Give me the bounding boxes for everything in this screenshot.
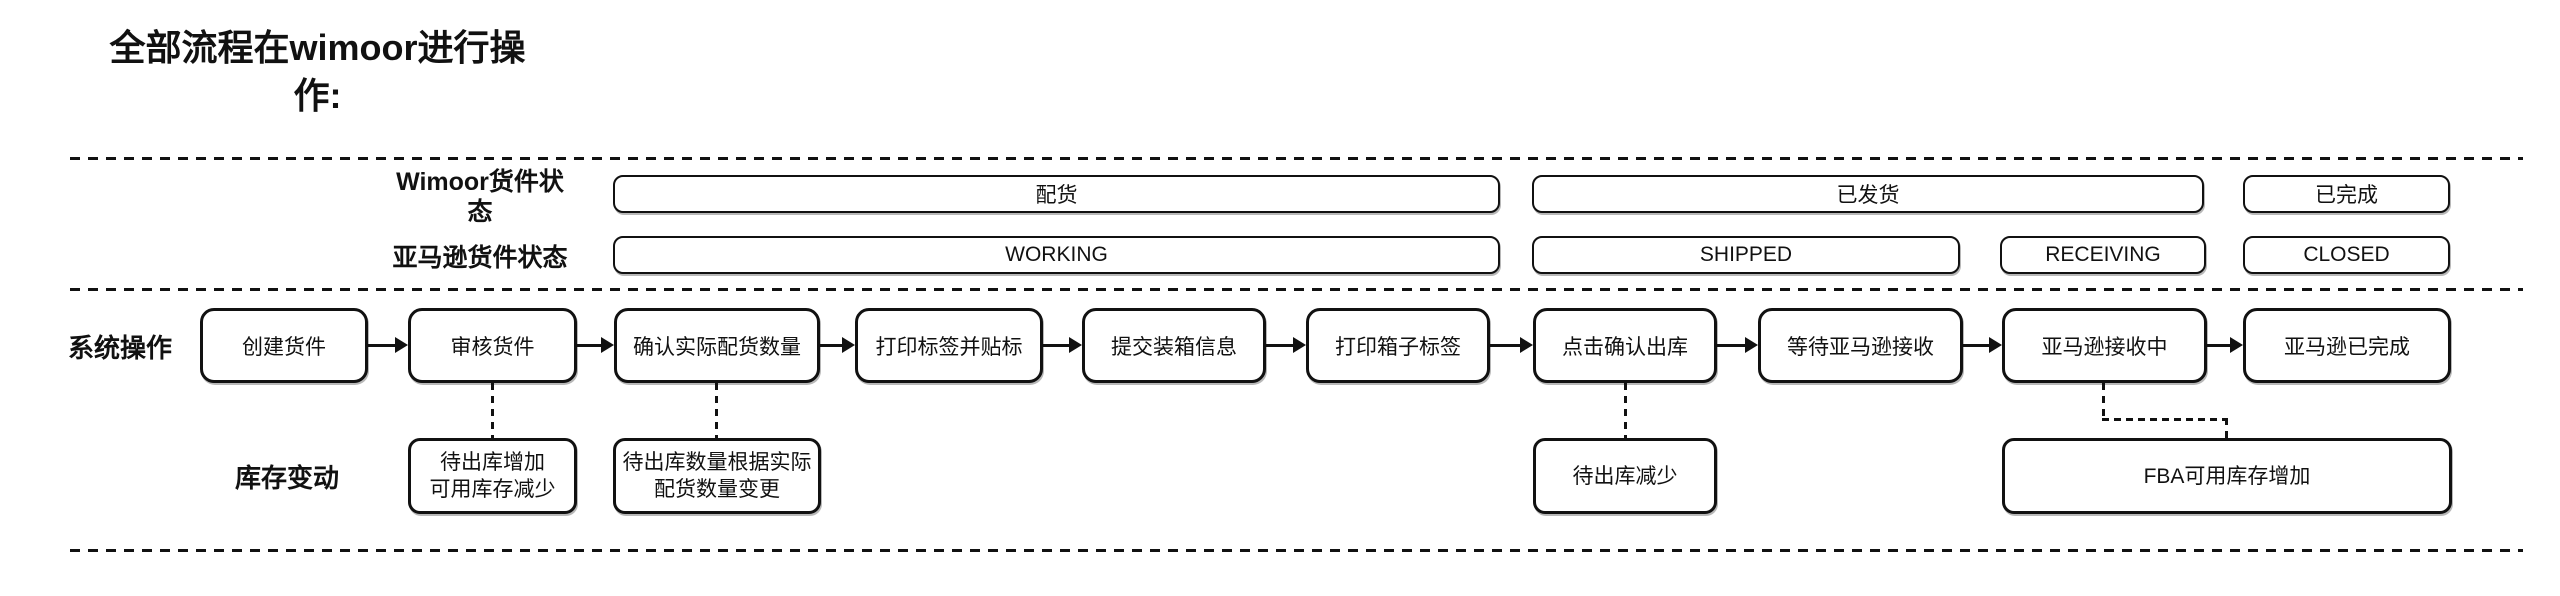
flow-arrow [2207, 337, 2243, 354]
op-box-print-labels: 打印标签并贴标 [855, 308, 1043, 383]
elbow-connector-horizontal [2102, 418, 2228, 421]
separator-bottom [70, 549, 2523, 552]
inv-box-line1: 待出库增加 [440, 451, 545, 474]
flow-arrow [1043, 337, 1082, 354]
inv-box-pending-outbound-decrease: 待出库减少 [1533, 438, 1717, 514]
flow-arrow [1490, 337, 1533, 354]
op-box-create-shipment: 创建货件 [200, 308, 368, 383]
op-box-review-shipment: 审核货件 [408, 308, 577, 383]
amazon-bar-shipped: SHIPPED [1532, 236, 1960, 274]
op-box-confirm-outbound: 点击确认出库 [1533, 308, 1717, 383]
dashed-connector [491, 383, 494, 438]
wimoor-status-row-label-line1: Wimoor货件状 [396, 168, 564, 196]
flow-arrow [368, 337, 408, 354]
inv-box-line2: 可用库存减少 [429, 478, 556, 501]
wimoor-bar-completed: 已完成 [2243, 175, 2450, 213]
inv-box-line1: 待出库减少 [1572, 464, 1678, 488]
inventory-row-label: 库存变动 [234, 463, 339, 493]
wimoor-status-row-label: Wimoor货件状 态 [355, 167, 605, 227]
wimoor-status-row-label-line2: 态 [467, 198, 493, 226]
flow-arrow [1266, 337, 1306, 354]
flow-arrow [1963, 337, 2002, 354]
amazon-bar-closed: CLOSED [2243, 236, 2450, 274]
dashed-connector [1624, 383, 1627, 438]
elbow-connector-vertical [2225, 418, 2228, 439]
op-box-confirm-allocation-qty: 确认实际配货数量 [614, 308, 820, 383]
page-title-line2: 作: [293, 75, 342, 116]
elbow-connector-vertical [2102, 383, 2105, 420]
amazon-bar-working: WORKING [613, 236, 1500, 274]
flow-arrow [577, 337, 614, 354]
dashed-connector [715, 383, 718, 438]
inv-box-pending-outbound-increase: 待出库增加 可用库存减少 [408, 438, 577, 514]
page-title: 全部流程在wimoor进行操 作: [60, 24, 575, 120]
page-title-line1: 全部流程在wimoor进行操 [109, 27, 526, 68]
inv-box-line1: FBA可用库存增加 [2143, 464, 2311, 488]
inv-box-fba-stock-increase: FBA可用库存增加 [2002, 438, 2452, 514]
amazon-status-row-label: 亚马逊货件状态 [392, 244, 568, 272]
flow-arrow [820, 337, 855, 354]
op-box-wait-amazon-receive: 等待亚马逊接收 [1758, 308, 1963, 383]
flow-arrow [1717, 337, 1758, 354]
op-box-amazon-completed: 亚马逊已完成 [2243, 308, 2451, 383]
inv-box-line2: 配货数量变更 [654, 478, 780, 501]
wimoor-bar-allocating: 配货 [613, 175, 1500, 213]
wimoor-bar-shipped: 已发货 [1532, 175, 2204, 213]
op-box-amazon-receiving: 亚马逊接收中 [2002, 308, 2207, 383]
separator-middle [70, 288, 2523, 291]
op-box-submit-packing-info: 提交装箱信息 [1082, 308, 1266, 383]
separator-top [70, 157, 2523, 160]
op-box-print-box-labels: 打印箱子标签 [1306, 308, 1490, 383]
inv-box-pending-outbound-adjust: 待出库数量根据实际 配货数量变更 [613, 438, 821, 514]
system-ops-row-label: 系统操作 [67, 333, 172, 363]
inv-box-line1: 待出库数量根据实际 [622, 451, 812, 474]
amazon-bar-receiving: RECEIVING [2000, 236, 2206, 274]
